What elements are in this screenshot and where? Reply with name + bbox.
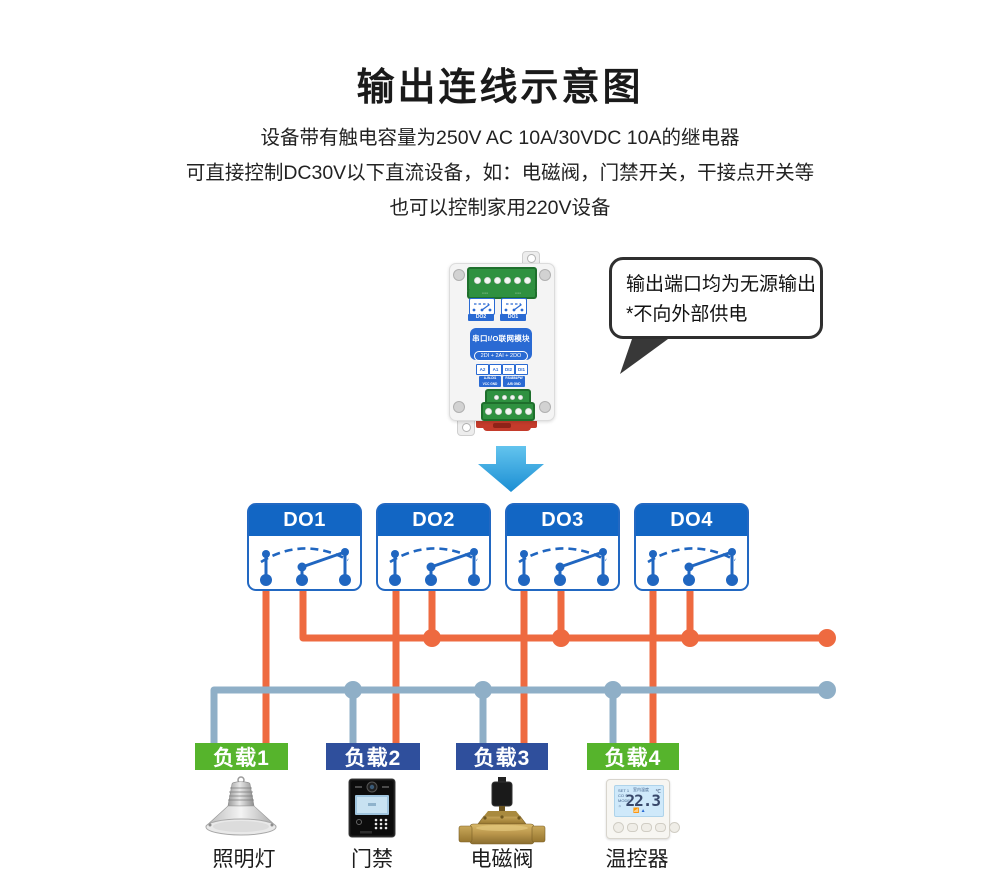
- din-clip-tab-right: [528, 419, 537, 428]
- solenoid-valve-image: [458, 777, 546, 845]
- callout-tail: [620, 339, 668, 374]
- module-relay-icon: [501, 298, 527, 315]
- description-text: 设备带有触电容量为250V AC 10A/30VDC 10A的继电器 可直接控制…: [0, 121, 1000, 226]
- page-title: 输出连线示意图: [356, 67, 644, 109]
- device-caption-valve: 电磁阀: [470, 848, 534, 871]
- junction-dot: [423, 629, 441, 647]
- din-clip-slot: [493, 423, 511, 428]
- relay-box-do3: DO3: [505, 503, 620, 591]
- junction-dot: [474, 681, 492, 699]
- junction-dot: [681, 629, 699, 647]
- wire-end-dot: [818, 629, 836, 647]
- callout-bubble: 输出端口均为无源输出 *不向外部供电: [609, 257, 823, 339]
- thermostat-buttons: [613, 822, 680, 833]
- relay-box-title: DO3: [507, 505, 618, 536]
- module-relay-label: DO2: [468, 314, 494, 321]
- thermostat-temp: 22.3: [625, 791, 661, 810]
- terminal-block-top: [467, 267, 537, 293]
- module-io-spec: 2DI + 2AI + 2DO: [473, 351, 529, 361]
- relay-box-do1: DO1: [247, 503, 362, 591]
- junction-dot: [344, 681, 362, 699]
- module-name-panel: 串口I/O联网模块 2DI + 2AI + 2DO: [470, 328, 532, 361]
- relay-contact-icon: [389, 547, 480, 586]
- relay-contact-icon: [647, 547, 738, 586]
- device-caption-lamp: 照明灯: [212, 848, 276, 871]
- load-label-3: 负载3: [456, 743, 548, 770]
- screw-icon: [453, 401, 465, 413]
- junction-dot: [552, 629, 570, 647]
- module-relay-label: DO1: [500, 314, 526, 321]
- device-caption-thermostat: 温控器: [605, 848, 669, 871]
- screw-icon: [453, 269, 465, 281]
- callout-line-1: 输出端口均为无源输出: [626, 274, 817, 295]
- module-name: 串口I/O联网模块: [472, 334, 530, 343]
- module-pinout-strip: A-IN-DI1 VCC GND: [479, 376, 501, 387]
- relay-box-title: DO1: [249, 505, 360, 536]
- description-line-1: 设备带有触电容量为250V AC 10A/30VDC 10A的继电器: [260, 127, 740, 149]
- mount-hole-icon: [461, 423, 471, 432]
- relay-box-do4: DO4: [634, 503, 749, 591]
- junction-dot: [604, 681, 622, 699]
- relay-box-do2: DO2: [376, 503, 491, 591]
- relay-contact-icon: [518, 547, 609, 586]
- module-io-label: A1: [489, 364, 502, 375]
- terminal-hole: [473, 276, 481, 284]
- description-line-3: 也可以控制家用220V设备: [389, 197, 611, 219]
- screw-icon: [539, 269, 551, 281]
- module-mount-ear-bottom: [457, 416, 475, 436]
- relay-box-title: DO2: [378, 505, 489, 536]
- module-io-label: A2: [476, 364, 489, 375]
- wire-end-dot: [818, 681, 836, 699]
- down-arrow-icon: [478, 446, 544, 492]
- module-io-label: DI1: [515, 364, 528, 375]
- din-clip-tab-left: [476, 419, 485, 428]
- load-label-4: 负载4: [587, 743, 679, 770]
- screw-icon: [539, 401, 551, 413]
- device-caption-door: 门禁: [351, 848, 393, 871]
- door-access-image: [348, 778, 396, 838]
- module-io-label: DI2: [502, 364, 515, 375]
- load-label-2: 负载2: [326, 743, 420, 770]
- description-line-2: 可直接控制DC30V以下直流设备，如：电磁阀，门禁开关，干接点开关等: [185, 162, 815, 184]
- thermostat-unit: ℃: [655, 789, 661, 795]
- lamp-image: [205, 776, 277, 836]
- load-label-1: 负载1: [195, 743, 288, 770]
- relay-contact-icon: [260, 547, 351, 586]
- callout-line-2: *不向外部供电: [626, 304, 748, 325]
- module-relay-icon: [469, 298, 495, 315]
- mount-hole-icon: [526, 254, 536, 263]
- terminal-block-bottom-row2: [481, 402, 535, 421]
- module-pinout-strip: RS485&PW A/B GND: [503, 376, 525, 387]
- relay-box-title: DO4: [636, 505, 747, 536]
